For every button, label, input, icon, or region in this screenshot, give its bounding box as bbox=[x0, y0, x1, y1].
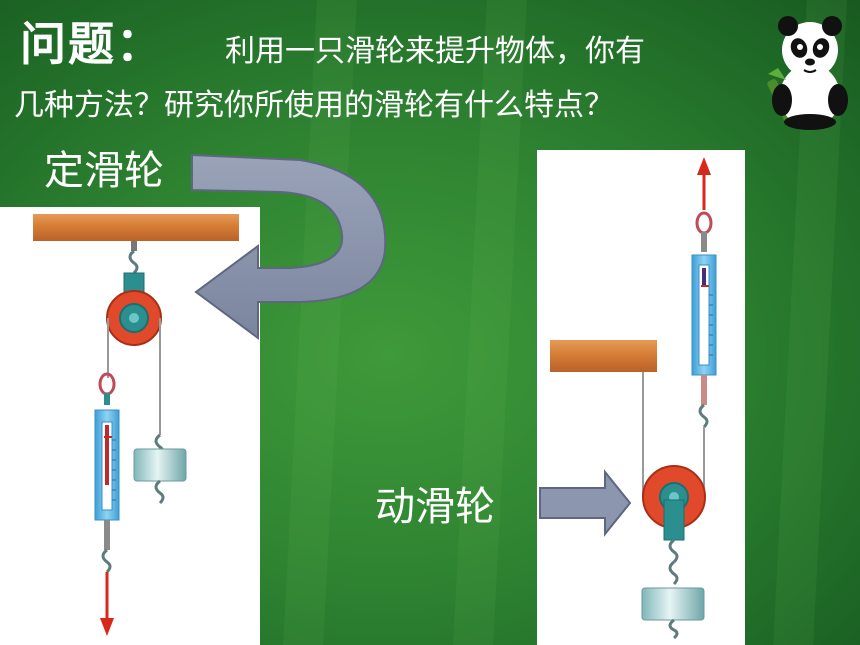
right-arrow-icon bbox=[539, 469, 632, 537]
question-label: 问题： bbox=[20, 17, 164, 71]
question-text-line1: 利用一只滑轮来提升物体，你有 bbox=[225, 34, 645, 69]
pull-arrow bbox=[100, 618, 114, 636]
weight bbox=[641, 587, 705, 621]
fixed-pulley-label: 定滑轮 bbox=[44, 148, 164, 194]
weight bbox=[133, 448, 187, 482]
question-header: 问题： 利用一只滑轮来提升物体，你有 bbox=[20, 8, 760, 74]
question-text-line2: 几种方法？研究你所使用的滑轮有什么特点？ bbox=[14, 88, 614, 123]
movable-pulley-diagram bbox=[550, 157, 717, 640]
lift-arrow bbox=[697, 157, 711, 175]
wood-beam bbox=[550, 340, 657, 372]
fixed-pulley-diagram bbox=[33, 214, 239, 636]
wood-beam bbox=[33, 214, 239, 241]
movable-pulley-panel bbox=[537, 150, 745, 645]
curved-arrow-icon bbox=[191, 153, 387, 340]
movable-pulley-label: 动滑轮 bbox=[375, 484, 495, 530]
